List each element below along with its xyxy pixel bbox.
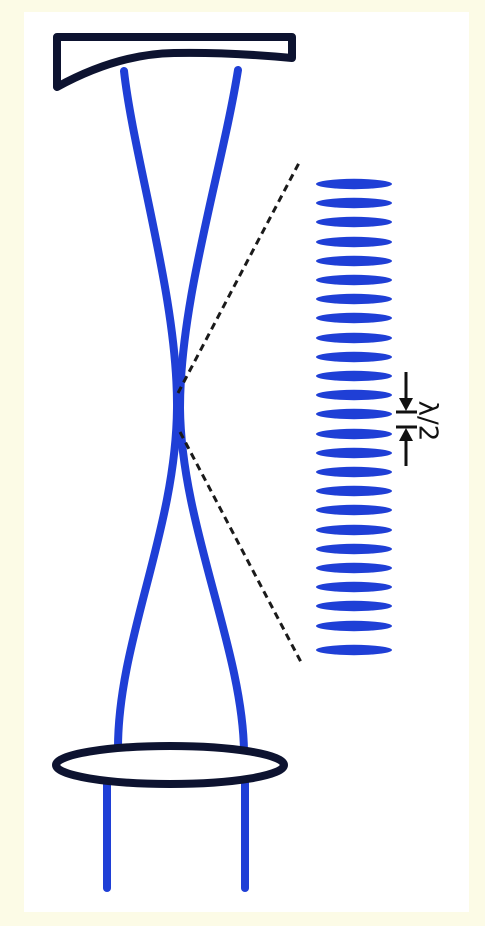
lattice-site bbox=[316, 466, 392, 478]
lattice-site bbox=[316, 485, 392, 497]
lattice-site bbox=[316, 312, 392, 324]
beam-right-edge bbox=[175, 66, 248, 756]
lattice-site bbox=[316, 408, 392, 420]
lattice-site bbox=[316, 216, 392, 228]
lens-outline bbox=[52, 742, 288, 788]
zoom-guide-upper bbox=[176, 160, 302, 394]
concave-mirror bbox=[53, 33, 296, 91]
lattice-site bbox=[316, 351, 392, 363]
lattice-site bbox=[316, 562, 392, 574]
lattice-site bbox=[316, 644, 392, 656]
spacing-arrow-top-head bbox=[399, 398, 413, 411]
lattice-site bbox=[316, 370, 392, 382]
lattice-site bbox=[316, 543, 392, 555]
spacing-arrow-bottom-head bbox=[399, 428, 413, 441]
standing-wave-lattice bbox=[316, 178, 392, 656]
lattice-site bbox=[316, 504, 392, 516]
lattice-site bbox=[316, 389, 392, 401]
lattice-spacing-label: λ/2 bbox=[412, 400, 443, 442]
lattice-site bbox=[316, 524, 392, 536]
lattice-site bbox=[316, 581, 392, 593]
lattice-site bbox=[316, 255, 392, 267]
lattice-site bbox=[316, 600, 392, 612]
lattice-site bbox=[316, 332, 392, 344]
zoom-guide-lower bbox=[178, 431, 304, 665]
lattice-site bbox=[316, 178, 392, 190]
lattice-site bbox=[316, 620, 392, 632]
zoom-guides bbox=[176, 160, 304, 665]
lattice-site bbox=[316, 293, 392, 305]
lattice-site bbox=[316, 197, 392, 209]
lattice-site bbox=[316, 428, 392, 440]
focusing-lens bbox=[52, 742, 288, 788]
laser-beam bbox=[103, 66, 249, 892]
lattice-site bbox=[316, 274, 392, 286]
mirror-outline bbox=[53, 33, 296, 91]
lattice-site bbox=[316, 236, 392, 248]
spacing-marker bbox=[396, 372, 417, 466]
lattice-site bbox=[316, 447, 392, 459]
